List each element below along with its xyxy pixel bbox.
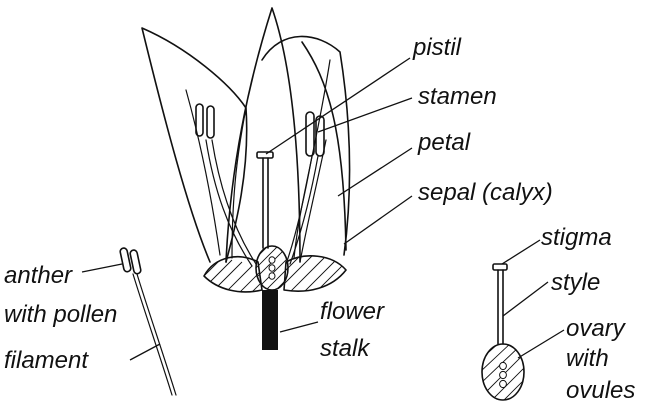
ovule-icon (269, 257, 275, 280)
ovary (480, 342, 526, 402)
pistil-detail (480, 240, 564, 402)
sepal-right (284, 256, 350, 294)
anther-icon (306, 112, 324, 156)
flower-illustration (142, 8, 350, 350)
anther-icon (120, 247, 142, 274)
pistil (257, 152, 273, 248)
label-flower-stalk: stalk (320, 335, 371, 362)
label-filament: filament (4, 347, 89, 374)
label-ovary: ovules (566, 377, 635, 404)
label-ovary: with (566, 345, 609, 372)
label-pistil: pistil (412, 34, 462, 61)
label-anther: anther (4, 262, 73, 289)
label-anther: with pollen (4, 301, 117, 328)
ovule-icon (500, 362, 507, 387)
label-ovary: ovary (566, 315, 627, 342)
label-flower-stalk: flower (320, 298, 385, 325)
label-petal: petal (417, 129, 471, 156)
labels: pistil stamen petal sepal (calyx) stigma… (4, 34, 635, 404)
label-style: style (551, 269, 600, 296)
flower-stalk (262, 290, 278, 350)
label-stigma: stigma (541, 224, 612, 251)
anther-icon (196, 104, 214, 138)
label-stamen: stamen (418, 83, 497, 110)
label-sepal: sepal (calyx) (418, 179, 553, 206)
